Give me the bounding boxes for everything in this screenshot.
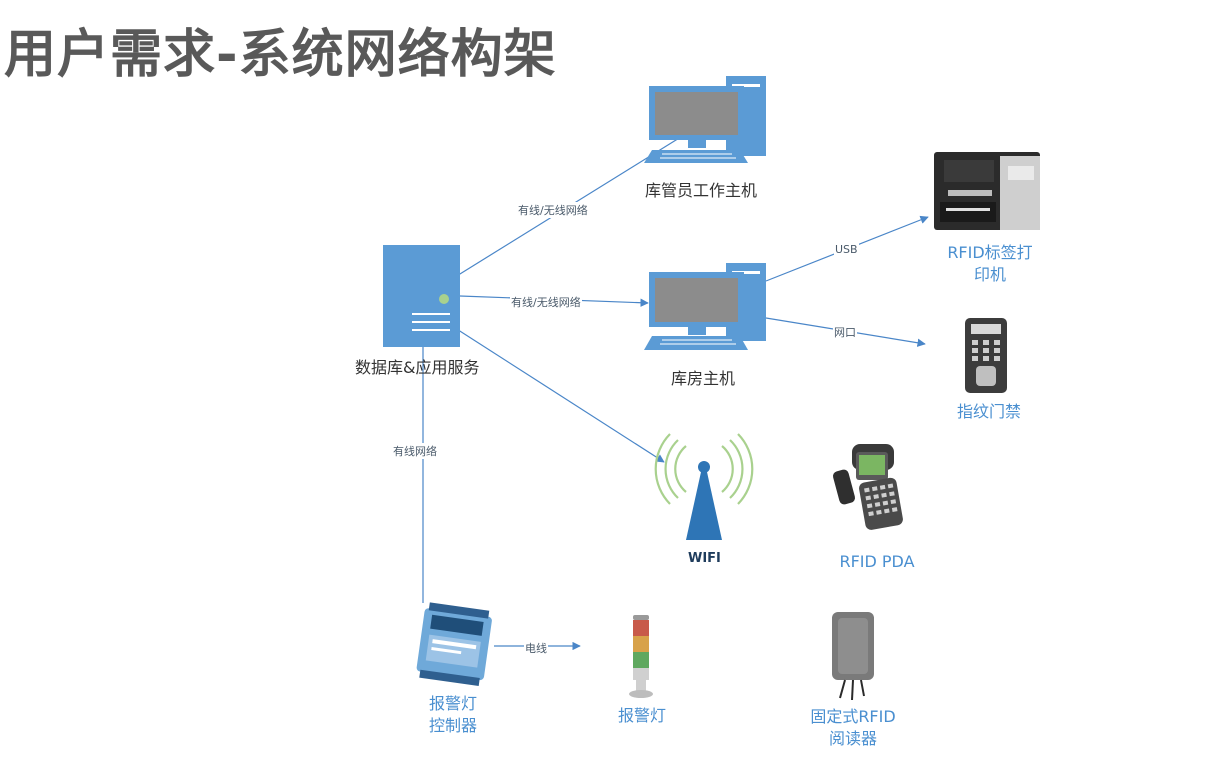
alarm-light-label: 报警灯 <box>617 706 666 725</box>
alarm-controller-label-line2: 控制器 <box>428 716 477 735</box>
printer-label: RFID标签打 印机 <box>938 242 1042 286</box>
fixed-reader-label: 固定式RFID 阅读器 <box>800 706 906 750</box>
printer-label-line1: RFID标签打 <box>947 243 1033 262</box>
fingerprint-label: 指纹门禁 <box>956 402 1021 421</box>
edge-label-network-port: 网口 <box>833 324 857 340</box>
fixed-reader-label-line1: 固定式RFID <box>810 707 896 726</box>
fixed-rfid-reader-icon <box>832 612 874 701</box>
fixed-reader-label-line2: 阅读器 <box>828 729 877 748</box>
rfid-pda-icon <box>832 444 903 530</box>
edge-label-wired-network: 有线网络 <box>392 443 438 459</box>
alarm-controller-label-line1: 报警灯 <box>428 694 477 713</box>
printer-label-line2: 印机 <box>973 265 1006 284</box>
edge-label-server-workstation: 有线/无线网络 <box>517 202 589 218</box>
edge-label-usb: USB <box>834 243 859 256</box>
page-title: 用户需求-系统网络构架 <box>4 25 557 85</box>
warehouse-host-label: 库房主机 <box>671 369 736 388</box>
pda-label: RFID PDA <box>839 552 915 571</box>
edge-server-wifi <box>451 325 665 463</box>
workstation-label: 库管员工作主机 <box>645 181 758 200</box>
server-label: 数据库&应用服务 <box>355 358 480 377</box>
wifi-label: WIFI <box>688 551 721 566</box>
alarm-light-icon <box>629 615 653 698</box>
edge-label-wire: 电线 <box>524 640 548 656</box>
alarm-controller-icon <box>416 602 492 686</box>
alarm-controller-label: 报警灯 控制器 <box>418 693 488 737</box>
rfid-printer-icon <box>934 152 1040 230</box>
warehouse-host-computer-icon <box>644 263 766 350</box>
fingerprint-reader-icon <box>965 318 1007 393</box>
edge-label-server-warehouse: 有线/无线网络 <box>510 294 582 310</box>
workstation-computer-icon <box>644 76 766 163</box>
server-icon <box>383 245 460 347</box>
wifi-icon <box>654 433 754 540</box>
